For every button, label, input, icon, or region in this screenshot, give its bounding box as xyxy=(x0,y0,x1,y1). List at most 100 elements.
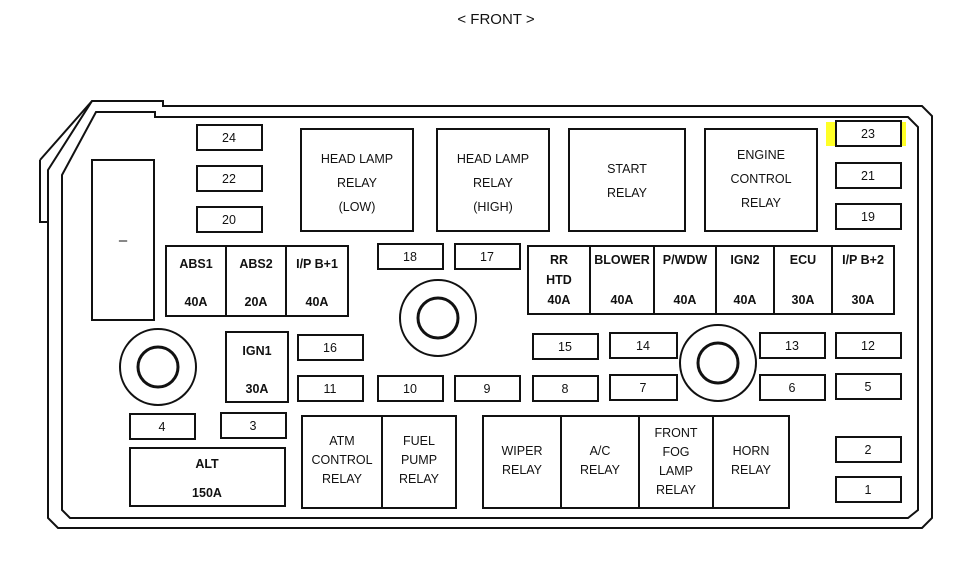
side-block: – xyxy=(91,159,155,321)
svg-text:11: 11 xyxy=(324,382,337,396)
fuse-rr-htd: RR HTD 40A xyxy=(527,245,591,315)
svg-text:14: 14 xyxy=(636,339,650,353)
svg-text:PUMP: PUMP xyxy=(401,453,437,467)
svg-text:40A: 40A xyxy=(674,293,697,307)
svg-text:CONTROL: CONTROL xyxy=(730,172,791,186)
svg-text:3: 3 xyxy=(250,419,257,433)
svg-text:HORN: HORN xyxy=(733,444,770,458)
svg-text:FUEL: FUEL xyxy=(403,434,435,448)
fuse-box-outline xyxy=(39,100,933,529)
svg-text:I/P B+2: I/P B+2 xyxy=(842,253,884,267)
svg-text:RELAY: RELAY xyxy=(399,472,440,486)
svg-text:8: 8 xyxy=(562,382,569,396)
svg-text:1: 1 xyxy=(865,483,872,497)
fuse-23: 23 xyxy=(835,120,902,147)
svg-text:A/C: A/C xyxy=(590,444,611,458)
svg-text:15: 15 xyxy=(558,340,572,354)
svg-text:5: 5 xyxy=(865,380,872,394)
svg-text:12: 12 xyxy=(861,339,875,353)
fuse-ign2: IGN2 40A xyxy=(715,245,775,315)
fuse-9: 9 xyxy=(454,375,521,402)
svg-text:23: 23 xyxy=(861,127,875,141)
svg-text:9: 9 xyxy=(484,382,491,396)
fuel-pump-relay: FUEL PUMP RELAY xyxy=(381,415,457,509)
svg-text:40A: 40A xyxy=(611,293,634,307)
head-lamp-high-relay: HEAD LAMP RELAY (HIGH) xyxy=(436,128,550,232)
horn-relay: HORN RELAY xyxy=(712,415,790,509)
fuse-1: 1 xyxy=(835,476,902,503)
fuse-3: 3 xyxy=(220,412,287,439)
svg-text:RELAY: RELAY xyxy=(473,176,514,190)
fuse-4: 4 xyxy=(129,413,196,440)
svg-text:RELAY: RELAY xyxy=(322,472,363,486)
mounting-boss xyxy=(399,279,477,357)
fuse-14: 14 xyxy=(609,332,678,359)
svg-text:–: – xyxy=(119,232,128,249)
svg-text:RELAY: RELAY xyxy=(337,176,378,190)
svg-text:RELAY: RELAY xyxy=(580,463,621,477)
svg-text:16: 16 xyxy=(323,341,337,355)
svg-text:13: 13 xyxy=(785,339,799,353)
ac-relay: A/C RELAY xyxy=(560,415,640,509)
svg-text:RELAY: RELAY xyxy=(741,196,782,210)
svg-text:ENGINE: ENGINE xyxy=(737,148,785,162)
svg-text:21: 21 xyxy=(861,169,875,183)
svg-text:2: 2 xyxy=(865,443,872,457)
svg-text:ECU: ECU xyxy=(790,253,816,267)
svg-text:IGN1: IGN1 xyxy=(242,344,271,358)
svg-text:ALT: ALT xyxy=(195,457,219,471)
fuse-17: 17 xyxy=(454,243,521,270)
fuse-p-wdw: P/WDW 40A xyxy=(653,245,717,315)
svg-text:18: 18 xyxy=(403,250,417,264)
svg-text:RELAY: RELAY xyxy=(502,463,543,477)
svg-text:20: 20 xyxy=(222,213,236,227)
fuse-21: 21 xyxy=(835,162,902,189)
fuse-20: 20 xyxy=(196,206,263,233)
fuse-12: 12 xyxy=(835,332,902,359)
fuse-11: 11 xyxy=(297,375,364,402)
svg-text:17: 17 xyxy=(480,250,494,264)
svg-text:ABS1: ABS1 xyxy=(179,257,212,271)
fuse-10: 10 xyxy=(377,375,444,402)
fuse-2: 2 xyxy=(835,436,902,463)
fuse-abs1: ABS1 40A xyxy=(165,245,227,317)
svg-text:RELAY: RELAY xyxy=(607,186,648,200)
fuse-15: 15 xyxy=(532,333,599,360)
svg-text:HTD: HTD xyxy=(546,273,572,287)
head-lamp-low-relay: HEAD LAMP RELAY (LOW) xyxy=(300,128,414,232)
front-label: < FRONT > xyxy=(457,11,534,28)
mounting-boss xyxy=(119,328,197,406)
svg-text:IGN2: IGN2 xyxy=(730,253,759,267)
svg-text:22: 22 xyxy=(222,172,236,186)
svg-text:RELAY: RELAY xyxy=(731,463,772,477)
fuse-8: 8 xyxy=(532,375,599,402)
svg-text:ATM: ATM xyxy=(329,434,354,448)
svg-text:7: 7 xyxy=(640,381,647,395)
svg-text:20A: 20A xyxy=(245,295,268,309)
svg-text:10: 10 xyxy=(403,382,417,396)
svg-text:P/WDW: P/WDW xyxy=(663,253,708,267)
svg-text:150A: 150A xyxy=(192,486,222,500)
fuse-7: 7 xyxy=(609,374,678,401)
svg-text:ABS2: ABS2 xyxy=(239,257,272,271)
fuse-abs2: ABS2 20A xyxy=(225,245,287,317)
fuse-ip-b2: I/P B+2 30A xyxy=(831,245,895,315)
fuse-5: 5 xyxy=(835,373,902,400)
atm-control-relay: ATM CONTROL RELAY xyxy=(301,415,383,509)
fuse-blower: BLOWER 40A xyxy=(589,245,655,315)
fuse-ip-b1: I/P B+1 40A xyxy=(285,245,349,317)
svg-text:I/P B+1: I/P B+1 xyxy=(296,257,338,271)
svg-text:START: START xyxy=(607,162,647,176)
svg-text:(LOW): (LOW) xyxy=(339,200,376,214)
fuse-13: 13 xyxy=(759,332,826,359)
svg-text:40A: 40A xyxy=(548,293,571,307)
svg-text:40A: 40A xyxy=(734,293,757,307)
fuse-6: 6 xyxy=(759,374,826,401)
svg-text:HEAD LAMP: HEAD LAMP xyxy=(321,152,393,166)
svg-text:CONTROL: CONTROL xyxy=(311,453,372,467)
wiper-relay: WIPER RELAY xyxy=(482,415,562,509)
svg-text:30A: 30A xyxy=(792,293,815,307)
svg-text:WIPER: WIPER xyxy=(502,444,543,458)
svg-text:FOG: FOG xyxy=(662,445,689,459)
